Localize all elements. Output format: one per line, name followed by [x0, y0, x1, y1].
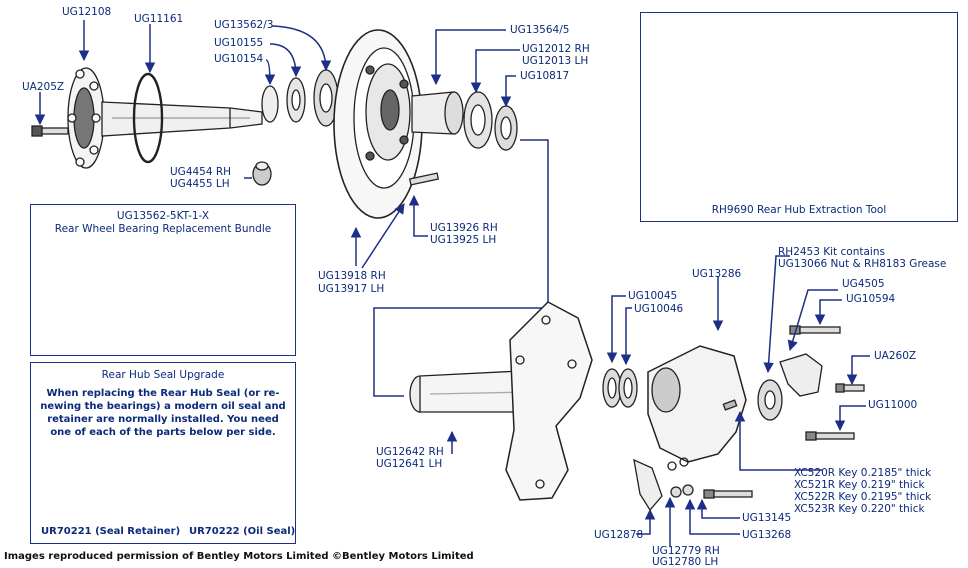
- label-ug13268: UG13268: [742, 529, 792, 541]
- seal-upgrade-box: Rear Hub Seal Upgrade When replacing the…: [30, 362, 296, 544]
- label-ug10154: UG10154: [214, 53, 264, 65]
- label-ug10155: UG10155: [214, 37, 264, 49]
- bearing-bundle-subtitle: Rear Wheel Bearing Replacement Bundle: [54, 223, 272, 235]
- extraction-tool-box: RH9690 Rear Hub Extraction Tool: [640, 12, 958, 222]
- hub-flange-part: [67, 67, 105, 169]
- hub-carrier-drawing: [409, 301, 865, 512]
- extraction-tool-caption: RH9690 Rear Hub Extraction Tool: [711, 204, 887, 216]
- label-ug4454-rh: UG4454 RH: [170, 166, 232, 178]
- oil-seal-caption: UR70222 (Oil Seal): [189, 526, 296, 537]
- bearing-bundle-box: UG13562-5KT-1-X Rear Wheel Bearing Repla…: [30, 204, 296, 356]
- bearing-bundle-title: UG13562-5KT-1-X: [116, 210, 210, 222]
- label-ug11161: UG11161: [134, 13, 184, 25]
- stud-bolt-part: [408, 172, 440, 186]
- label-ug12878: UG12878: [594, 529, 644, 541]
- label-ua260z: UA260Z: [874, 350, 917, 362]
- axle-shaft-drawing: [31, 29, 518, 219]
- label-ug4505: UG4505: [842, 278, 885, 290]
- label-ug12108: UG12108: [62, 6, 112, 18]
- label-ug12012-rh: UG12012 RH: [522, 43, 590, 55]
- label-ug10045: UG10045: [628, 290, 678, 302]
- label-ug13926-rh: UG13926 RH: [430, 222, 498, 234]
- label-ug10817: UG10817: [520, 70, 570, 82]
- label-ug13918-rh: UG13918 RH: [318, 270, 386, 282]
- label-ug11000: UG11000: [868, 399, 918, 411]
- label-ug12641-lh: UG12641 LH: [376, 458, 443, 470]
- bottom-leader-lines: [446, 255, 870, 546]
- label-ug13286: UG13286: [692, 268, 742, 280]
- label-xc520r: XC520R Key 0.2185" thick: [794, 467, 932, 479]
- label-ug13145: UG13145: [742, 512, 792, 524]
- label-ug12780-lh: UG12780 LH: [652, 556, 719, 568]
- top-leader-lines: [34, 20, 549, 397]
- nut-ug4454-part: [252, 161, 272, 186]
- label-rh2453-kit: RH2453 Kit contains: [778, 246, 885, 258]
- label-xc523r: XC523R Key 0.220" thick: [794, 503, 925, 515]
- hub-nut-part: [757, 379, 783, 421]
- label-ug12642-rh: UG12642 RH: [376, 446, 444, 458]
- seal-upgrade-body: When replacing the Rear Hub Seal (or re-…: [40, 388, 286, 438]
- label-xc522r: XC522R Key 0.2195" thick: [794, 491, 932, 503]
- label-ug12013-lh: UG12013 LH: [522, 55, 589, 67]
- label-ua205z: UA205Z: [22, 81, 65, 93]
- seal-upgrade-title: Rear Hub Seal Upgrade: [101, 369, 225, 381]
- stub-axle-part: [409, 369, 541, 413]
- label-ug13562-3: UG13562/3: [214, 19, 274, 31]
- label-xc521r: XC521R Key 0.219" thick: [794, 479, 925, 491]
- o-ring-part: [132, 72, 164, 164]
- label-ug12779-rh: UG12779 RH: [652, 545, 720, 557]
- bolt-ua205z-part: [31, 125, 69, 137]
- label-ug10594: UG10594: [846, 293, 896, 305]
- seal-retainer-caption: UR70221 (Seal Retainer): [41, 526, 181, 537]
- label-ug13917-lh: UG13917 LH: [318, 283, 385, 295]
- label-ug13925-lh: UG13925 LH: [430, 234, 497, 246]
- label-ug10046: UG10046: [634, 303, 684, 315]
- label-ug13564-5: UG13564/5: [510, 24, 570, 36]
- copyright-credit: Images reproduced permission of Bentley …: [4, 551, 474, 562]
- label-ug13066-nut: UG13066 Nut & RH8183 Grease: [778, 258, 947, 270]
- backplate-part: [333, 29, 423, 219]
- label-ug4455-lh: UG4455 LH: [170, 178, 230, 190]
- bolts-group: [703, 325, 865, 499]
